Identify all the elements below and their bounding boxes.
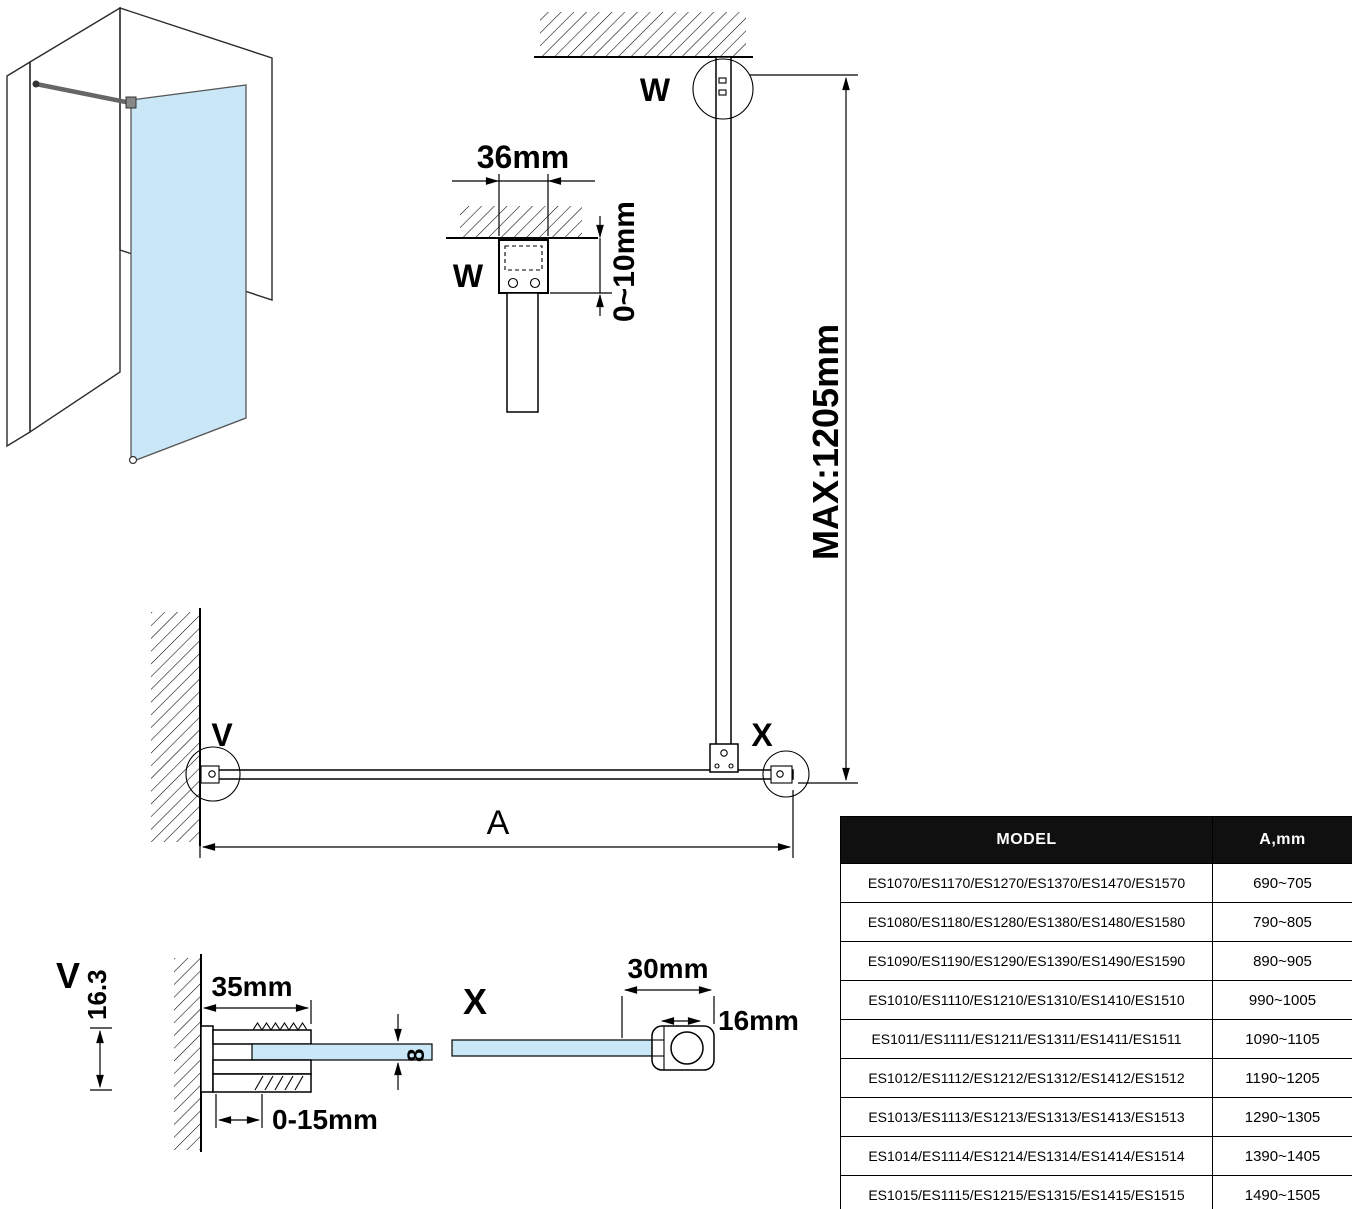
table-row: ES1090/ES1190/ES1290/ES1390/ES1490/ES159… — [840, 941, 1352, 981]
dim-glass-thickness: 8 — [403, 1049, 430, 1062]
bracket-screw-right — [529, 277, 541, 289]
end-clamp-screw — [776, 770, 784, 778]
label-x-zoom: X — [463, 981, 487, 1022]
detail-circle-w — [692, 58, 754, 120]
iso-support-bar — [35, 81, 132, 106]
label-w-zoom: W — [453, 258, 484, 294]
table-row: ES1012/ES1112/ES1212/ES1312/ES1412/ES151… — [840, 1058, 1352, 1098]
iso-bottom-fitting — [128, 455, 138, 465]
ceiling-hatch-zoom — [460, 206, 582, 238]
detail-x-zoom: X 30mm 16mm — [451, 953, 799, 1071]
model-cell: ES1013/ES1113/ES1213/ES1313/ES1413/ES151… — [840, 1097, 1213, 1137]
col-header-amm: A,mm — [1212, 816, 1352, 864]
bracket-bar — [506, 292, 539, 413]
ceiling-hatch-main — [540, 12, 746, 57]
model-cell: ES1014/ES1114/ES1214/ES1314/ES1414/ES151… — [840, 1136, 1213, 1176]
model-cell: ES1090/ES1190/ES1290/ES1390/ES1490/ES159… — [840, 941, 1213, 981]
label-x-main: X — [751, 717, 773, 753]
detail-circle-v — [185, 746, 241, 802]
model-cell: ES1070/ES1170/ES1270/ES1370/ES1470/ES157… — [840, 863, 1213, 903]
model-cell: ES1011/ES1111/ES1211/ES1311/ES1411/ES151… — [840, 1019, 1213, 1059]
detail-circle-x — [762, 750, 810, 798]
glass-section-v — [251, 1043, 433, 1061]
bar-hinge — [709, 743, 739, 773]
support-bar — [715, 56, 732, 748]
a-cell: 890~905 — [1212, 941, 1352, 981]
detail-w-zoom: 36mm W 0~10mm — [446, 139, 641, 413]
model-cell: ES1012/ES1112/ES1212/ES1312/ES1412/ES151… — [840, 1058, 1213, 1098]
label-v-main: V — [211, 717, 233, 753]
header-row: MODEL A,mm — [840, 816, 1352, 864]
model-table-body: ES1070/ES1170/ES1270/ES1370/ES1470/ES157… — [840, 863, 1352, 1209]
a-cell: 1490~1505 — [1212, 1175, 1352, 1209]
hinge-screw-right — [728, 763, 734, 769]
a-cell: 1290~1305 — [1212, 1097, 1352, 1137]
bracket-body — [498, 239, 549, 294]
table-row: ES1010/ES1110/ES1210/ES1310/ES1410/ES151… — [840, 980, 1352, 1020]
dim-ceiling-gap: 0~10mm — [608, 201, 641, 322]
a-cell: 790~805 — [1212, 902, 1352, 942]
profile-bottom-arm — [212, 1059, 312, 1075]
model-table-header: MODEL A,mm — [840, 816, 1352, 864]
dim-max-length: MAX:1205mm — [805, 324, 846, 560]
table-row: ES1070/ES1170/ES1270/ES1370/ES1470/ES157… — [840, 863, 1352, 903]
hinge-pivot — [720, 749, 728, 757]
a-cell: 1390~1405 — [1212, 1136, 1352, 1176]
dim-profile-width: 35mm — [212, 971, 293, 1002]
iso-wall-right-face — [119, 7, 273, 301]
bar-screw-2 — [718, 89, 727, 96]
profile-wall-plate — [200, 1025, 214, 1093]
hinge-screw-left — [714, 763, 720, 769]
table-row: ES1014/ES1114/ES1214/ES1314/ES1414/ES151… — [840, 1136, 1352, 1176]
model-cell: ES1080/ES1180/ES1280/ES1380/ES1480/ES158… — [840, 902, 1213, 942]
a-cell: 1090~1105 — [1212, 1019, 1352, 1059]
wall-hatch-v — [174, 958, 201, 1150]
table-row: ES1013/ES1113/ES1213/ES1313/ES1413/ES151… — [840, 1097, 1352, 1137]
col-header-model: MODEL — [840, 816, 1213, 864]
bracket-screw-left — [507, 277, 519, 289]
dim-profile-height: 16.3 — [82, 969, 112, 1020]
clamp-bar-section — [670, 1031, 704, 1065]
dim-clamp-length: 30mm — [628, 953, 709, 984]
bracket-hidden-bar — [504, 245, 543, 271]
wall-profile-screw — [208, 770, 216, 778]
model-table: MODEL A,mm ES1070/ES1170/ES1270/ES1370/E… — [840, 816, 1352, 1209]
table-row: ES1080/ES1180/ES1280/ES1380/ES1480/ES158… — [840, 902, 1352, 942]
dim-clamp-width: 16mm — [718, 1005, 799, 1036]
plan-view: V X A — [151, 608, 810, 858]
label-v-zoom: V — [56, 955, 80, 996]
profile-top-arm — [212, 1029, 312, 1045]
wall-hatch-plan — [151, 612, 200, 842]
glass-section-x — [451, 1039, 657, 1057]
dim-36mm: 36mm — [477, 139, 570, 175]
profile-serration-bottom — [254, 1075, 304, 1091]
isometric-view — [6, 6, 273, 465]
table-row: ES1011/ES1111/ES1211/ES1311/ES1411/ES151… — [840, 1019, 1352, 1059]
model-cell: ES1015/ES1115/ES1215/ES1315/ES1415/ES151… — [840, 1175, 1213, 1209]
profile-serration-top — [252, 1021, 308, 1032]
glass-plan — [199, 769, 794, 780]
dim-panel-width: A — [487, 804, 510, 842]
iso-wall-bracket — [32, 80, 40, 88]
model-cell: ES1010/ES1110/ES1210/ES1310/ES1410/ES151… — [840, 980, 1213, 1020]
iso-glass-panel — [130, 84, 247, 463]
a-cell: 990~1005 — [1212, 980, 1352, 1020]
a-cell: 1190~1205 — [1212, 1058, 1352, 1098]
label-w-main: W — [640, 72, 671, 108]
iso-glass-clamp — [125, 96, 137, 109]
iso-wall-left-face — [29, 6, 121, 434]
table-row: ES1015/ES1115/ES1215/ES1315/ES1415/ES151… — [840, 1175, 1352, 1209]
dim-wall-adjust: 0-15mm — [272, 1104, 378, 1135]
iso-wall-edge — [6, 60, 31, 448]
a-cell: 690~705 — [1212, 863, 1352, 903]
support-bar-assembly: W MAX:1205mm — [534, 12, 858, 784]
detail-v-zoom: V 35mm 16.3 8 0-15mm — [56, 954, 433, 1152]
bar-screw-1 — [718, 77, 727, 84]
